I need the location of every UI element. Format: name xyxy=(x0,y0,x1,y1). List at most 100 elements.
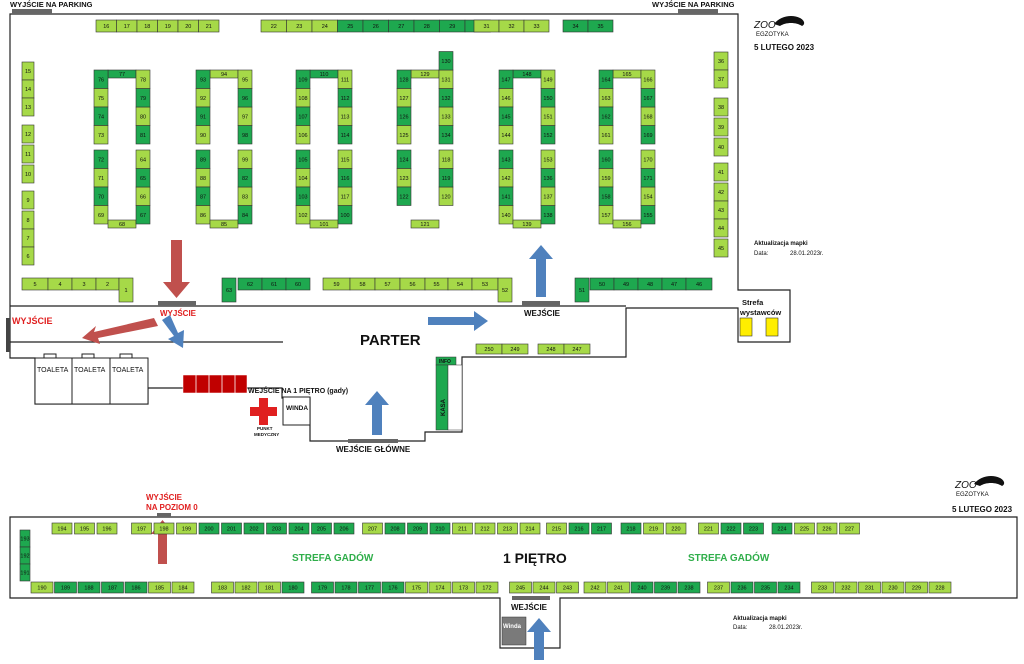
stall-193[interactable]: 193 xyxy=(19,529,31,548)
stall-box[interactable] xyxy=(131,522,152,535)
stall-box[interactable] xyxy=(135,149,151,169)
stall-box[interactable] xyxy=(713,218,729,238)
stall-77[interactable]: 77 xyxy=(107,69,137,79)
stall-129[interactable]: 129 xyxy=(410,69,440,79)
stall-131[interactable]: 131 xyxy=(438,69,454,89)
stall-box[interactable] xyxy=(475,581,499,594)
stall-87[interactable]: 87 xyxy=(195,186,211,206)
stall-154[interactable]: 154 xyxy=(640,186,656,206)
stall-235[interactable]: 235 xyxy=(754,581,777,594)
stall-97[interactable]: 97 xyxy=(237,106,253,126)
stall-box[interactable] xyxy=(153,522,175,535)
stall-126[interactable]: 126 xyxy=(396,106,412,126)
stall-88[interactable]: 88 xyxy=(195,168,211,188)
stall-110[interactable]: 110 xyxy=(309,69,339,79)
stall-21[interactable]: 21 xyxy=(198,19,220,33)
stall-90[interactable]: 90 xyxy=(195,125,211,145)
stall-box[interactable] xyxy=(905,581,928,594)
stall-177[interactable]: 177 xyxy=(358,581,381,594)
stall-199[interactable]: 199 xyxy=(176,522,197,535)
stall-239[interactable]: 239 xyxy=(654,581,677,594)
stall-box[interactable] xyxy=(337,69,353,89)
stall-box[interactable] xyxy=(334,581,358,594)
stall-146[interactable]: 146 xyxy=(498,88,514,108)
stall-174[interactable]: 174 xyxy=(428,581,452,594)
stall-box[interactable] xyxy=(176,522,197,535)
stall-box[interactable] xyxy=(381,581,405,594)
stall-233[interactable]: 233 xyxy=(811,581,834,594)
stall-25[interactable]: 25 xyxy=(337,19,364,33)
stall-89[interactable]: 89 xyxy=(195,149,211,169)
stall-183[interactable]: 183 xyxy=(211,581,234,594)
stall-40[interactable]: 40 xyxy=(713,137,729,157)
stall-box[interactable] xyxy=(713,69,729,89)
stall-96[interactable]: 96 xyxy=(237,88,253,108)
stall-box[interactable] xyxy=(21,97,35,117)
stall-163[interactable]: 163 xyxy=(598,88,614,108)
stall-box[interactable] xyxy=(171,581,195,594)
stall-13[interactable]: 13 xyxy=(21,97,35,117)
stall-box[interactable] xyxy=(195,125,211,145)
stall-box[interactable] xyxy=(474,522,496,535)
stall-216[interactable]: 216 xyxy=(568,522,590,535)
stall-box[interactable] xyxy=(288,522,310,535)
stall-box[interactable] xyxy=(221,277,237,303)
stall-box[interactable] xyxy=(730,581,754,594)
stall-165[interactable]: 165 xyxy=(612,69,642,79)
stall-box[interactable] xyxy=(540,69,556,89)
stall-10[interactable]: 10 xyxy=(21,164,35,184)
stall-95[interactable]: 95 xyxy=(237,69,253,89)
stall-206[interactable]: 206 xyxy=(333,522,355,535)
stall-176[interactable]: 176 xyxy=(381,581,405,594)
stall-133[interactable]: 133 xyxy=(438,106,454,126)
stall-152[interactable]: 152 xyxy=(540,125,556,145)
stall-box[interactable] xyxy=(643,522,664,535)
stall-100[interactable]: 100 xyxy=(337,205,353,225)
stall-186[interactable]: 186 xyxy=(124,581,148,594)
stall-168[interactable]: 168 xyxy=(640,106,656,126)
stall-149[interactable]: 149 xyxy=(540,69,556,89)
stall-34[interactable]: 34 xyxy=(562,19,589,33)
stall-box[interactable] xyxy=(498,125,514,145)
stall-box[interactable] xyxy=(311,522,332,535)
stall-15[interactable]: 15 xyxy=(21,61,35,81)
stall-box[interactable] xyxy=(713,162,729,182)
stall-144[interactable]: 144 xyxy=(498,125,514,145)
stall-64[interactable]: 64 xyxy=(135,149,151,169)
stall-box[interactable] xyxy=(438,149,454,169)
stall-box[interactable] xyxy=(295,205,311,225)
stall-box[interactable] xyxy=(519,522,541,535)
ff-entrance-door[interactable] xyxy=(512,596,550,600)
stall-box[interactable] xyxy=(93,125,109,145)
stall-box[interactable] xyxy=(713,97,729,117)
stall-103[interactable]: 103 xyxy=(295,186,311,206)
stall-145[interactable]: 145 xyxy=(498,106,514,126)
stall-212[interactable]: 212 xyxy=(474,522,496,535)
stall-box[interactable] xyxy=(707,581,730,594)
stall-box[interactable] xyxy=(396,186,412,206)
exhibitor-stand-1[interactable] xyxy=(739,317,753,337)
stall-157[interactable]: 157 xyxy=(598,205,614,225)
stall-205[interactable]: 205 xyxy=(311,522,332,535)
stall-box[interactable] xyxy=(234,581,258,594)
stall-224[interactable]: 224 xyxy=(771,522,793,535)
stall-box[interactable] xyxy=(118,277,134,303)
stall-41[interactable]: 41 xyxy=(713,162,729,182)
stall-137[interactable]: 137 xyxy=(540,186,556,206)
stall-242[interactable]: 242 xyxy=(583,581,607,594)
stall-238[interactable]: 238 xyxy=(677,581,701,594)
stall-104[interactable]: 104 xyxy=(295,168,311,188)
stall-box[interactable] xyxy=(337,149,353,169)
stall-16[interactable]: 16 xyxy=(95,19,117,33)
stall-box[interactable] xyxy=(124,581,148,594)
stall-box[interactable] xyxy=(333,522,355,535)
stall-55[interactable]: 55 xyxy=(424,277,449,291)
stall-215[interactable]: 215 xyxy=(546,522,567,535)
stall-box[interactable] xyxy=(743,522,764,535)
stall-box[interactable] xyxy=(607,581,630,594)
stall-117[interactable]: 117 xyxy=(337,186,353,206)
stall-196[interactable]: 196 xyxy=(96,522,118,535)
stall-box[interactable] xyxy=(452,581,475,594)
stall-105[interactable]: 105 xyxy=(295,149,311,169)
stall-37[interactable]: 37 xyxy=(713,69,729,89)
